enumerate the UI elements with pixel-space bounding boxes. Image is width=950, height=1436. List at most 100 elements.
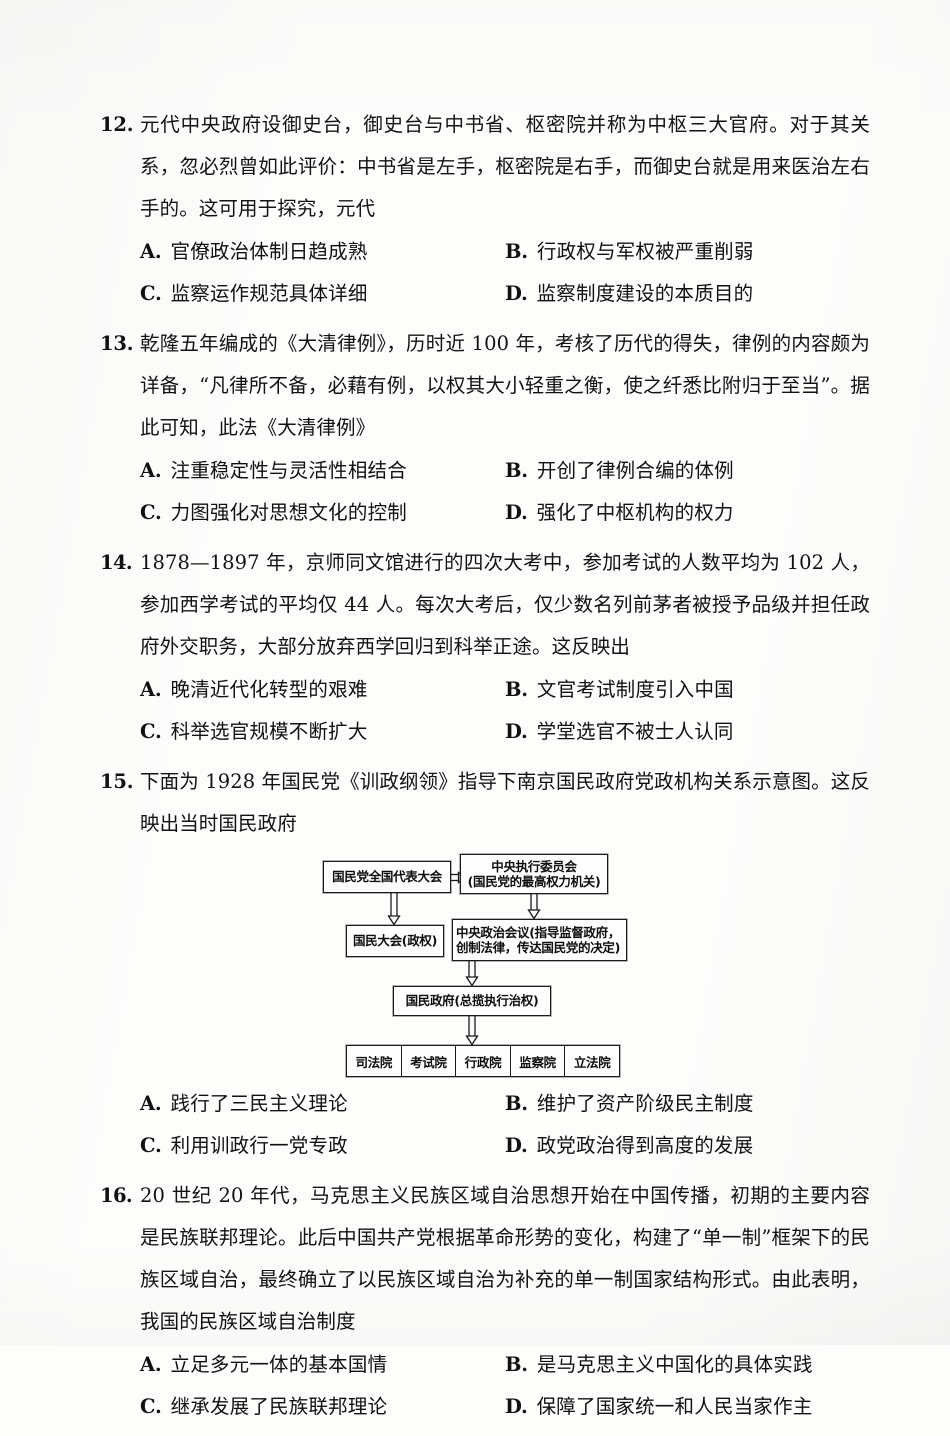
org-node-legislative-yuan: 立法院: [573, 1054, 611, 1070]
option-text: 立足多元一体的基本国情: [170, 1353, 388, 1376]
question-14-option-d[interactable]: D. 学堂选官不被士人认同: [505, 711, 870, 753]
org-chart: 国民党全国代表大会 中央执行委员会 (国民党的最高权力机关) 国民大会(政权): [318, 849, 648, 1079]
option-letter: C.: [140, 501, 162, 524]
question-16-option-a[interactable]: A. 立足多元一体的基本国情: [140, 1344, 505, 1386]
option-letter: D.: [505, 1395, 528, 1418]
option-letter: C.: [140, 1395, 162, 1418]
question-12-option-a[interactable]: A. 官僚政治体制日趋成熟: [140, 231, 505, 273]
option-text: 注重稳定性与灵活性相结合: [170, 459, 407, 482]
option-text: 官僚政治体制日趋成熟: [170, 240, 368, 263]
question-14-option-a[interactable]: A. 晚清近代化转型的艰难: [140, 669, 505, 711]
question-15-option-b[interactable]: B. 维护了资产阶级民主制度: [505, 1083, 870, 1125]
org-node-label: 国民政府(总揽执行治权): [405, 993, 539, 1009]
question-13-option-c[interactable]: C. 力图强化对思想文化的控制: [140, 492, 505, 534]
option-row: C. 利用训政行一党专政 D. 政党政治得到高度的发展: [140, 1125, 870, 1167]
option-letter: B.: [505, 1353, 528, 1376]
question-14-number: 14.: [100, 551, 133, 574]
arrow-cec-to-cpc: [527, 894, 541, 920]
question-14-stem-block: 14. 1878—1897 年，京师同文馆进行的四次大考中，参加考试的人数平均为…: [100, 542, 870, 668]
option-letter: C.: [140, 1134, 162, 1157]
org-node-executive-yuan: 行政院: [456, 1046, 511, 1076]
option-text: 力图强化对思想文化的控制: [170, 501, 407, 524]
option-letter: C.: [140, 720, 162, 743]
org-node-label-line1: 中央政治会议(指导监督政府，: [456, 924, 621, 940]
option-letter: A.: [140, 678, 162, 701]
question-13-number: 13.: [100, 332, 134, 355]
option-text: 政党政治得到高度的发展: [536, 1134, 754, 1157]
option-row: C. 监察运作规范具体详细 D. 监察制度建设的本质目的: [140, 273, 870, 315]
option-letter: B.: [505, 240, 528, 263]
question-12-option-c[interactable]: C. 监察运作规范具体详细: [140, 273, 505, 315]
org-node-examination-yuan: 考试院: [402, 1046, 457, 1076]
org-node-label: 国民大会(政权): [352, 933, 438, 949]
question-14-option-c[interactable]: C. 科举选官规模不断扩大: [140, 711, 505, 753]
arrow-cpc-to-government: [465, 961, 479, 987]
option-text: 开创了律例合编的体例: [536, 459, 734, 482]
question-14-option-b[interactable]: B. 文官考试制度引入中国: [505, 669, 870, 711]
question-15-options: A. 践行了三民主义理论 B. 维护了资产阶级民主制度 C. 利用训政行一党专政…: [100, 1083, 870, 1167]
question-12: 12. 元代中央政府设御史台，御史台与中书省、枢密院并称为中枢三大官府。对于其关…: [100, 104, 870, 315]
question-12-option-d[interactable]: D. 监察制度建设的本质目的: [505, 273, 870, 315]
question-15-number: 15.: [100, 770, 134, 793]
option-row: A. 官僚政治体制日趋成熟 B. 行政权与军权被严重削弱: [140, 231, 870, 273]
question-12-number: 12.: [100, 113, 134, 136]
option-text: 监察运作规范具体详细: [170, 282, 368, 305]
question-13: 13. 乾隆五年编成的《大清律例》，历时近 100 年，考核了历代的得失，律例的…: [100, 323, 870, 534]
org-chart-figure: 国民党全国代表大会 中央执行委员会 (国民党的最高权力机关) 国民大会(政权): [100, 849, 870, 1081]
option-text: 维护了资产阶级民主制度: [536, 1092, 754, 1115]
option-text: 晚清近代化转型的艰难: [170, 678, 368, 701]
option-letter: B.: [505, 1092, 528, 1115]
option-row: A. 立足多元一体的基本国情 B. 是马克思主义中国化的具体实践: [140, 1344, 870, 1386]
question-15-option-a[interactable]: A. 践行了三民主义理论: [140, 1083, 505, 1125]
option-text: 强化了中枢机构的权力: [536, 501, 734, 524]
arrow-government-to-yuan: [465, 1016, 479, 1046]
question-16-options: A. 立足多元一体的基本国情 B. 是马克思主义中国化的具体实践 C. 继承发展…: [100, 1344, 870, 1428]
question-14-options: A. 晚清近代化转型的艰难 B. 文官考试制度引入中国 C. 科举选官规模不断扩…: [100, 669, 870, 753]
org-node-label-line2: 创制法律，传达国民党的决定): [456, 940, 621, 955]
org-node-label-line2: (国民党的最高权力机关): [467, 874, 601, 889]
option-text: 文官考试制度引入中国: [536, 678, 734, 701]
org-node-control-yuan: 监察院: [511, 1046, 566, 1076]
question-16-option-d[interactable]: D. 保障了国家统一和人民当家作主: [505, 1386, 870, 1428]
org-node-label: 国民党全国代表大会: [332, 869, 442, 885]
option-text: 继承发展了民族联邦理论: [170, 1395, 388, 1418]
option-letter: B.: [505, 678, 528, 701]
org-node-central-executive-committee: 中央执行委员会 (国民党的最高权力机关): [460, 854, 608, 894]
option-letter: A.: [140, 1353, 162, 1376]
org-node-judicial-yuan: 司法院: [347, 1046, 402, 1076]
option-text: 践行了三民主义理论: [170, 1092, 348, 1115]
question-13-option-d[interactable]: D. 强化了中枢机构的权力: [505, 492, 870, 534]
option-letter: A.: [140, 459, 162, 482]
option-letter: A.: [140, 1092, 162, 1115]
option-row: A. 践行了三民主义理论 B. 维护了资产阶级民主制度: [140, 1083, 870, 1125]
question-12-options: A. 官僚政治体制日趋成熟 B. 行政权与军权被严重削弱 C. 监察运作规范具体…: [100, 231, 870, 315]
question-13-option-a[interactable]: A. 注重稳定性与灵活性相结合: [140, 450, 505, 492]
option-row: A. 注重稳定性与灵活性相结合 B. 开创了律例合编的体例: [140, 450, 870, 492]
option-row: A. 晚清近代化转型的艰难 B. 文官考试制度引入中国: [140, 669, 870, 711]
option-row: C. 力图强化对思想文化的控制 D. 强化了中枢机构的权力: [140, 492, 870, 534]
arrow-congress-to-assembly: [387, 893, 401, 926]
question-16-option-b[interactable]: B. 是马克思主义中国化的具体实践: [505, 1344, 870, 1386]
exam-page: 12. 元代中央政府设御史台，御史台与中书省、枢密院并称为中枢三大官府。对于其关…: [100, 113, 870, 1418]
question-12-option-b[interactable]: B. 行政权与军权被严重削弱: [505, 231, 870, 273]
question-15-stem-block: 15. 下面为 1928 年国民党《训政纲领》指导下南京国民政府党政机构关系示意…: [100, 761, 870, 845]
option-text: 监察制度建设的本质目的: [536, 282, 754, 305]
question-15: 15. 下面为 1928 年国民党《训政纲领》指导下南京国民政府党政机构关系示意…: [100, 761, 870, 1167]
org-node-kmt-national-congress: 国民党全国代表大会: [323, 861, 451, 893]
question-13-stem-block: 13. 乾隆五年编成的《大清律例》，历时近 100 年，考核了历代的得失，律例的…: [100, 323, 870, 449]
org-node-central-political-council: 中央政治会议(指导监督政府， 创制法律，传达国民党的决定): [452, 919, 627, 961]
question-15-option-c[interactable]: C. 利用训政行一党专政: [140, 1125, 505, 1167]
option-letter: C.: [140, 282, 162, 305]
question-15-option-d[interactable]: D. 政党政治得到高度的发展: [505, 1125, 870, 1167]
question-16-option-c[interactable]: C. 继承发展了民族联邦理论: [140, 1386, 505, 1428]
option-text: 行政权与军权被严重削弱: [536, 240, 754, 263]
question-list: 12. 元代中央政府设御史台，御史台与中书省、枢密院并称为中枢三大官府。对于其关…: [100, 104, 870, 1436]
option-row: C. 继承发展了民族联邦理论 D. 保障了国家统一和人民当家作主: [140, 1386, 870, 1428]
org-node-label-line1: 中央执行委员会: [491, 858, 577, 874]
question-13-option-b[interactable]: B. 开创了律例合编的体例: [505, 450, 870, 492]
org-node-five-yuan-row: 司法院 考试院 行政院 监察院 立法院: [346, 1045, 620, 1077]
question-16-stem: 20 世纪 20 年代，马克思主义民族区域自治思想开始在中国传播，初期的主要内容…: [140, 1184, 870, 1333]
question-15-stem: 下面为 1928 年国民党《训政纲领》指导下南京国民政府党政机构关系示意图。这反…: [140, 770, 870, 835]
question-16: 16. 20 世纪 20 年代，马克思主义民族区域自治思想开始在中国传播，初期的…: [100, 1175, 870, 1428]
question-16-number: 16.: [100, 1184, 133, 1207]
